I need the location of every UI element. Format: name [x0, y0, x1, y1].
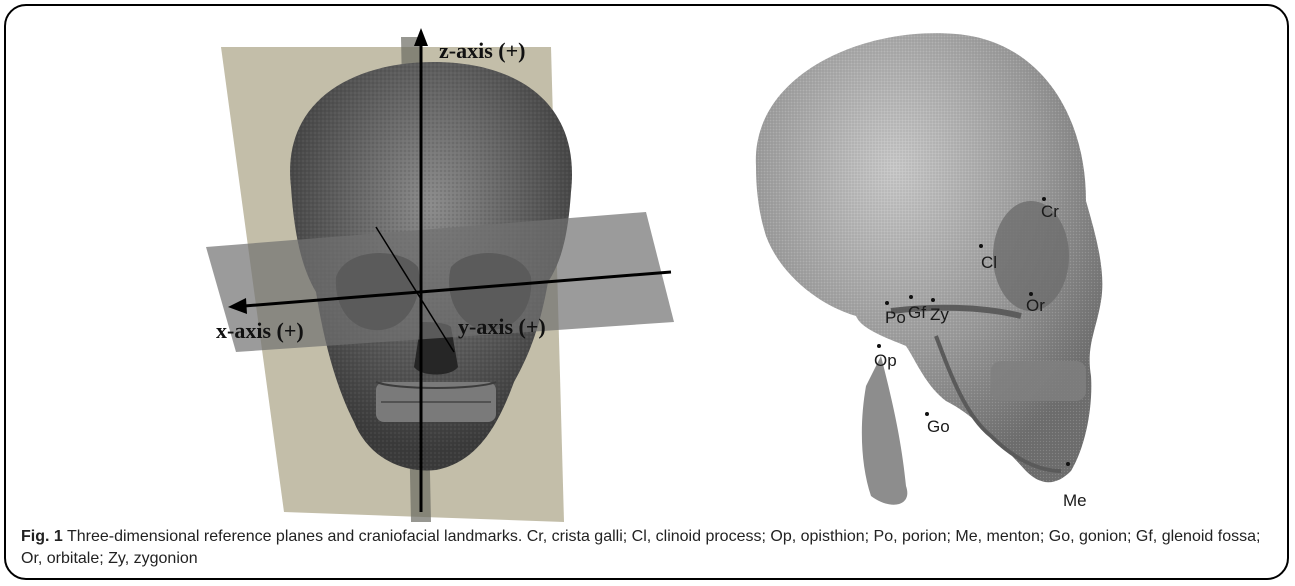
landmark-label-op: Op [874, 351, 897, 370]
lateral-skull-illustration: Cr Cl Or Po Gf Zy Op Go Me [741, 16, 1121, 516]
figure-frame: z-axis (+) x-axis (+) y-axis (+) [4, 4, 1289, 580]
landmark-label-cr: Cr [1041, 202, 1059, 221]
landmark-point-me [1066, 462, 1070, 466]
z-axis-label: z-axis (+) [439, 38, 525, 63]
landmark-label-me: Me [1063, 491, 1087, 510]
landmark-label-po: Po [885, 308, 906, 327]
caption-text: Three-dimensional reference planes and c… [21, 528, 1260, 567]
landmark-label-zy: Zy [930, 305, 949, 324]
figure-number: Fig. 1 [21, 528, 63, 545]
lateral-skull-panel: Cr Cl Or Po Gf Zy Op Go Me [741, 16, 1121, 516]
figure-caption: Fig. 1 Three-dimensional reference plane… [21, 526, 1281, 570]
y-axis-label: y-axis (+) [458, 314, 546, 339]
landmark-label-cl: Cl [981, 253, 997, 272]
landmark-label-or: Or [1026, 296, 1045, 315]
landmark-point-op [877, 344, 881, 348]
frontal-skull-panel: z-axis (+) x-axis (+) y-axis (+) [196, 22, 676, 522]
landmark-point-go [925, 412, 929, 416]
x-axis-label: x-axis (+) [216, 318, 304, 343]
landmark-label-gf: Gf [908, 303, 926, 322]
frontal-skull-illustration: z-axis (+) x-axis (+) y-axis (+) [196, 22, 676, 522]
landmark-point-zy [931, 298, 935, 302]
landmark-label-go: Go [927, 417, 950, 436]
landmark-point-gf [909, 295, 913, 299]
landmark-point-cr [1042, 197, 1046, 201]
landmark-point-po [885, 301, 889, 305]
landmark-point-cl [979, 244, 983, 248]
